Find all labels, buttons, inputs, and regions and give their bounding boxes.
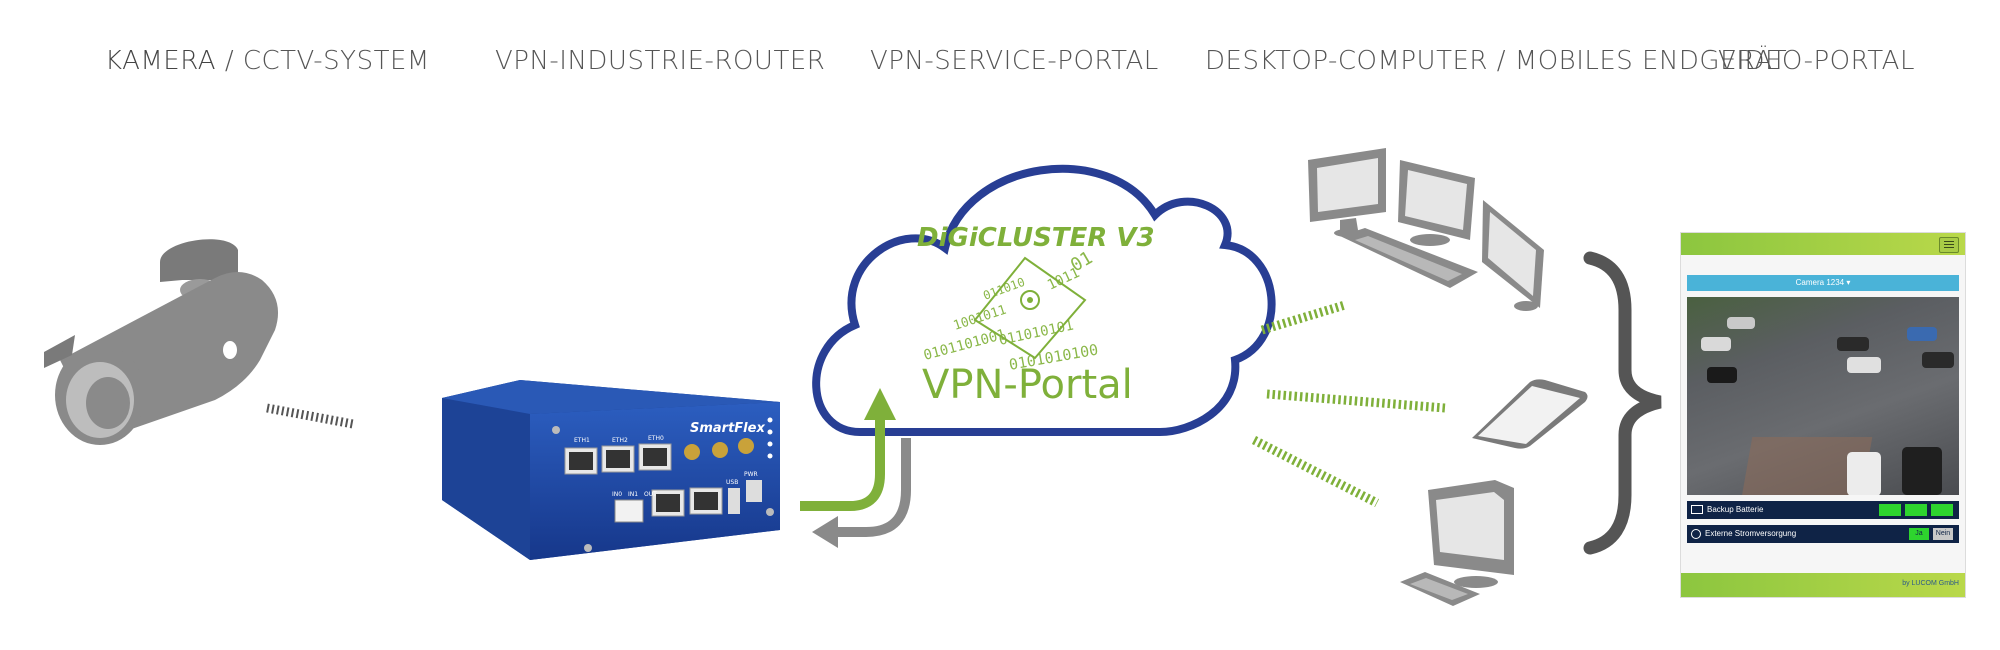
wifi-icon: [1020, 290, 1040, 310]
status-row: Backup Batterie: [1687, 501, 1959, 519]
label-camera-main: KAMERA: [105, 46, 217, 76]
status-indicator[interactable]: [1931, 504, 1953, 516]
router-port-label: PWR: [744, 471, 758, 478]
app-footer-bar: by LUCOM GmbH: [1681, 573, 1965, 597]
router-port-label: IN0: [612, 491, 622, 498]
label-devices-a: DESKTOP-COMPUTER: [1205, 46, 1488, 76]
label-portal: VPN-SERVICE-PORTAL: [870, 46, 1159, 76]
status-indicator[interactable]: [1905, 504, 1927, 516]
video-portal-screen: Camera 1234 ▾ Backup Batterie Externe St…: [1680, 232, 1966, 598]
label-devices: DESKTOP-COMPUTER / MOBILES ENDGERÄT: [1205, 46, 1787, 76]
status-indicator[interactable]: [1879, 504, 1901, 516]
laptop-computer-icon: [1400, 480, 1514, 606]
router-port-label: ETH1: [574, 437, 590, 444]
label-video: VIDEO-PORTAL: [1718, 46, 1915, 76]
arrow-head-left: [812, 516, 838, 548]
status-row-label: Externe Stromversorgung: [1705, 529, 1797, 538]
power-icon: [1691, 528, 1701, 539]
device-link-dashes: [1251, 300, 1446, 508]
label-devices-b: MOBILES ENDGERÄT: [1514, 46, 1788, 76]
footer-credit: by LUCOM GmbH: [1902, 580, 1959, 587]
grouping-brace: [1583, 251, 1662, 555]
status-row: Externe Stromversorgung Ja Nein: [1687, 525, 1959, 543]
tablet-icon: [1472, 379, 1588, 449]
no-toggle[interactable]: Nein: [1933, 528, 1953, 540]
arrow-head-up: [864, 388, 896, 420]
router-port-label: USB: [726, 479, 738, 486]
label-camera-sub: CCTV-SYSTEM: [242, 46, 430, 76]
router-port-label: ETH0: [648, 435, 664, 442]
router-brand: SmartFlex: [690, 421, 765, 436]
vpn-router-device: SmartFlex ETH2 ETH1 ETH0 USB PWR IN0 IN1…: [442, 380, 780, 560]
camera-video-feed: [1687, 297, 1959, 495]
yes-toggle[interactable]: Ja: [1909, 528, 1929, 540]
label-devices-sep: /: [1496, 46, 1506, 76]
app-header-bar: [1681, 233, 1965, 255]
cctv-camera-icon: [44, 239, 279, 445]
router-port-label: OUT: [644, 491, 657, 498]
menu-icon[interactable]: [1939, 237, 1959, 253]
cloud-title: DiGiCLUSTER V3: [917, 223, 1155, 253]
desktop-computers-icon: [1308, 148, 1544, 311]
camera-select[interactable]: Camera 1234 ▾: [1687, 275, 1959, 291]
vpn-portal-cloud: DiGiCLUSTER V3 VPN-Portal 011010 1001011…: [812, 164, 1276, 436]
label-camera: KAMERA / CCTV-SYSTEM: [105, 46, 430, 76]
router-port-label: ETH2: [612, 437, 628, 444]
status-row-label: Backup Batterie: [1707, 505, 1764, 514]
camera-link-dashes: [266, 403, 354, 429]
label-router: VPN-INDUSTRIE-ROUTER: [495, 46, 826, 76]
label-camera-sep: /: [224, 46, 235, 76]
portal-arrows: [800, 388, 911, 548]
battery-icon: [1691, 505, 1703, 515]
cloud-subtitle: VPN-Portal: [922, 362, 1133, 408]
router-port-label: IN1: [628, 491, 638, 498]
